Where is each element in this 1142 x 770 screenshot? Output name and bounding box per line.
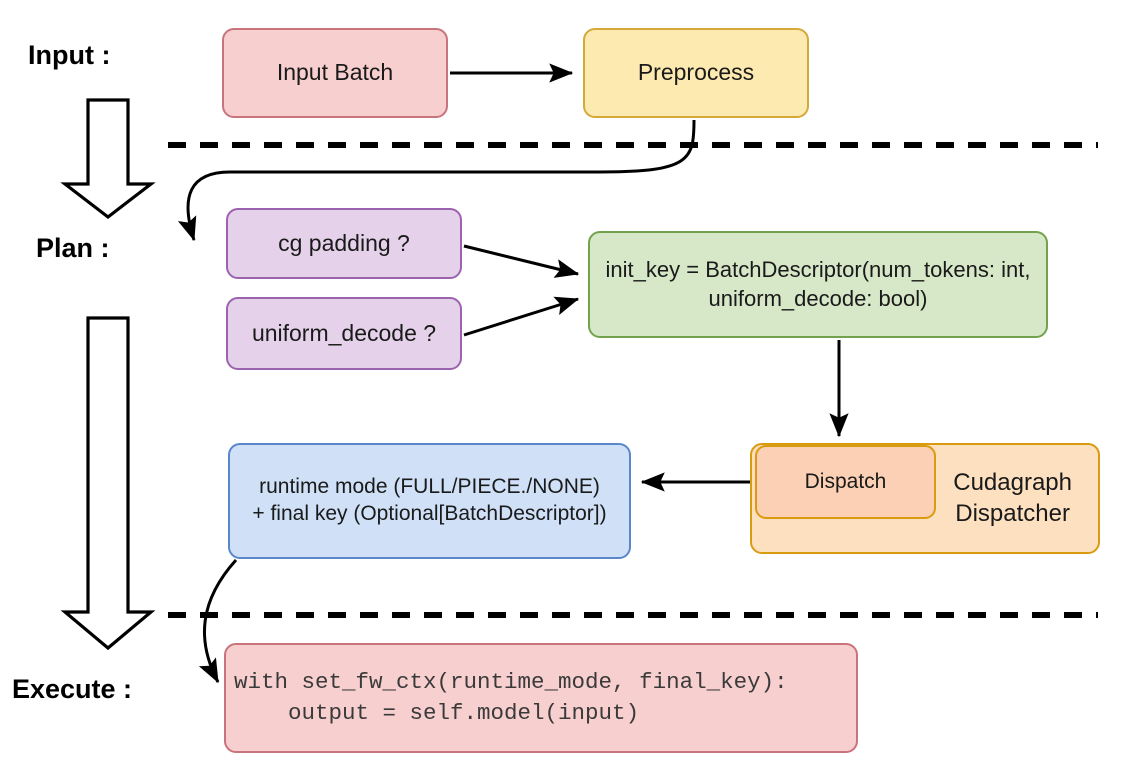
node-runtime-mode-text: runtime mode (FULL/PIECE./NONE) + final …: [252, 474, 606, 528]
node-input-batch-label: Input Batch: [276, 59, 394, 86]
node-init-key-line1: init_key = BatchDescriptor(num_tokens: i…: [605, 257, 1031, 283]
node-runtime-mode-line1: runtime mode (FULL/PIECE./NONE): [259, 475, 600, 499]
node-preprocess-label: Preprocess: [637, 59, 755, 86]
code-block-text: with set_fw_ctx(runtime_mode, final_key)…: [234, 668, 788, 726]
node-dispatch[interactable]: Dispatch: [755, 445, 936, 519]
node-runtime-mode[interactable]: runtime mode (FULL/PIECE./NONE) + final …: [228, 443, 631, 559]
node-init-key-text: init_key = BatchDescriptor(num_tokens: i…: [606, 256, 1031, 312]
stage-label-input: Input :: [28, 40, 111, 70]
node-cg-padding[interactable]: cg padding ?: [226, 208, 462, 279]
stage-label-execute: Execute :: [12, 674, 133, 704]
node-cudagraph-dispatcher-line1: Cudagraph: [953, 468, 1072, 496]
node-uniform-decode-label: uniform_decode ?: [251, 319, 437, 346]
node-dispatch-label: Dispatch: [804, 469, 887, 493]
node-uniform-decode[interactable]: uniform_decode ?: [226, 297, 462, 370]
input-to-plan-block-arrow: [60, 98, 156, 220]
node-input-batch[interactable]: Input Batch: [222, 28, 448, 118]
arrow-uniform-decode-to-init-key: [463, 296, 580, 337]
stage-label-plan: Plan :: [36, 233, 110, 263]
node-code-block[interactable]: with set_fw_ctx(runtime_mode, final_key)…: [224, 643, 858, 753]
node-cudagraph-dispatcher-line2: Dispatcher: [955, 499, 1070, 527]
plan-to-execute-block-arrow: [60, 316, 156, 651]
node-init-key[interactable]: init_key = BatchDescriptor(num_tokens: i…: [588, 231, 1048, 338]
node-preprocess[interactable]: Preprocess: [583, 28, 809, 118]
node-runtime-mode-line2: + final key (Optional[BatchDescriptor]): [252, 502, 607, 525]
node-init-key-line2: uniform_decode: bool): [708, 285, 928, 311]
arrow-cg-padding-to-init-key: [463, 244, 580, 278]
node-cg-padding-label: cg padding ?: [278, 229, 410, 256]
node-cudagraph-dispatcher-text: Cudagraph Dispatcher: [953, 468, 1072, 529]
